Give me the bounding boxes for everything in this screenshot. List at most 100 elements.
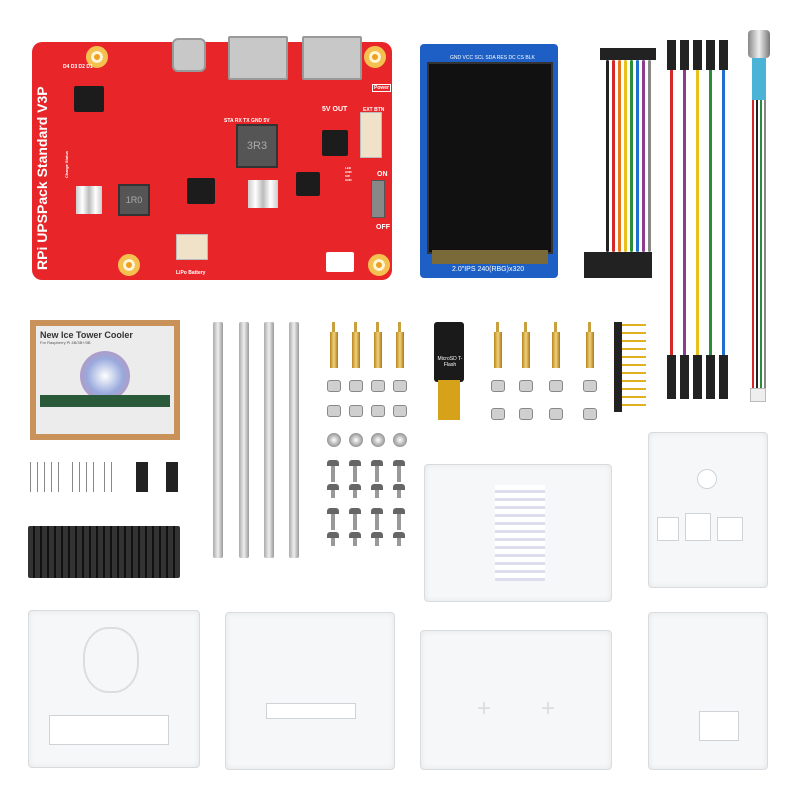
cooler-box: New Ice Tower Cooler For Raspberry Pi 4B… (30, 320, 180, 440)
slot-cutout (266, 703, 356, 719)
standoff-thread (398, 322, 401, 332)
ribbon-wire (612, 60, 615, 252)
jumper-wire (683, 70, 686, 355)
hex-nut (491, 380, 505, 392)
standoff-thread (354, 322, 357, 332)
screw-shaft (353, 514, 357, 530)
cutout (699, 711, 739, 741)
ribbon-wire (648, 60, 651, 252)
screw-head (371, 484, 383, 490)
cutout (717, 517, 743, 541)
hex-nut (327, 380, 341, 392)
screw-head (393, 508, 405, 514)
port-cutouts (49, 715, 169, 745)
button-cable-wire (756, 100, 758, 388)
standoff-rod (239, 322, 249, 558)
battery-label: LiPo Battery (176, 270, 206, 276)
jumper-wire (670, 70, 673, 355)
acrylic-panel-logo (28, 610, 200, 768)
mount-hole (368, 254, 390, 276)
button-sleeve (752, 58, 766, 100)
pin-header (614, 322, 622, 412)
ic-chip (187, 178, 215, 204)
dupont-connector (693, 355, 702, 399)
brass-standoff (330, 332, 338, 368)
sd-adapter-flex (438, 380, 460, 420)
brass-standoff (552, 332, 560, 368)
hex-nut (349, 380, 363, 392)
dupont-connector (667, 40, 676, 70)
cooler-box-title: New Ice Tower Cooler (40, 330, 133, 340)
uart-pins-label: STA RX TX GND 5V (224, 118, 270, 124)
screw-shaft (397, 466, 401, 482)
screw-head (327, 532, 339, 538)
jumper-cap (166, 462, 178, 492)
mount-hole (364, 46, 386, 68)
jumper-cap (136, 462, 148, 492)
dupont-connector (680, 40, 689, 70)
connector-housing (600, 48, 656, 60)
brass-standoff (396, 332, 404, 368)
ext-btn-label: EXT BTN (363, 107, 385, 113)
power-label: Power (372, 84, 392, 92)
dupont-connector (693, 40, 702, 70)
push-button (748, 30, 770, 58)
steel-ball (327, 433, 341, 447)
hex-nut (349, 405, 363, 417)
ribbon-wire (618, 60, 621, 252)
screw-head (393, 484, 405, 490)
inductor-1r0: 1R0 (118, 184, 150, 216)
button-cable-wire (760, 100, 762, 388)
steel-ball (371, 433, 385, 447)
hex-nut (393, 380, 407, 392)
ribbon-wire (642, 60, 645, 252)
screw-shaft (331, 538, 335, 546)
hex-nut (519, 408, 533, 420)
screw-shaft (353, 538, 357, 546)
gpio-header-extender (28, 526, 180, 578)
screw-head (349, 484, 361, 490)
inductor-3r3: 3R3 (236, 124, 278, 168)
screw-head (371, 460, 383, 466)
connector-housing (584, 252, 652, 278)
jumper-wire (709, 70, 712, 355)
switch-off-label: OFF (376, 224, 390, 231)
mount-hole (118, 254, 140, 276)
fan-icon (80, 351, 130, 401)
5v-out-label: 5V OUT (322, 106, 348, 113)
hex-nut (519, 380, 533, 392)
standoff-thread (376, 322, 379, 332)
jumper-wire (696, 70, 699, 355)
pin-header-small (104, 462, 118, 492)
hex-nut (327, 405, 341, 417)
ribbon-wire (636, 60, 639, 252)
screw-shaft (375, 490, 379, 498)
hex-nut (583, 408, 597, 420)
screw-head (349, 532, 361, 538)
screw-head (327, 508, 339, 514)
button-cable-wire (764, 100, 766, 388)
lcd-screen (427, 62, 553, 254)
screw-head (393, 460, 405, 466)
dupont-connector (719, 355, 728, 399)
standoff-rod (264, 322, 274, 558)
raspberry-pi-board (40, 395, 170, 407)
lcd-spec-label: 2.0"IPS 240(RBG)x320 (452, 266, 525, 273)
screw-shaft (331, 466, 335, 482)
brass-standoff (494, 332, 502, 368)
screw-head (371, 508, 383, 514)
acrylic-panel-vented (424, 464, 612, 602)
power-switch[interactable] (371, 180, 385, 218)
dupont-connector (706, 40, 715, 70)
brass-standoff (586, 332, 594, 368)
lcd-pins-label: GND VCC SCL SDA RES DC CS BLK (450, 55, 535, 61)
hex-nut (393, 405, 407, 417)
screw-shaft (375, 466, 379, 482)
ext-button-connector (360, 112, 382, 158)
hex-nut (491, 408, 505, 420)
mount-hole (86, 46, 108, 68)
standoff-rod (213, 322, 223, 558)
jumper-wire (722, 70, 725, 355)
standoff-thread (524, 322, 527, 332)
screw-head (371, 532, 383, 538)
